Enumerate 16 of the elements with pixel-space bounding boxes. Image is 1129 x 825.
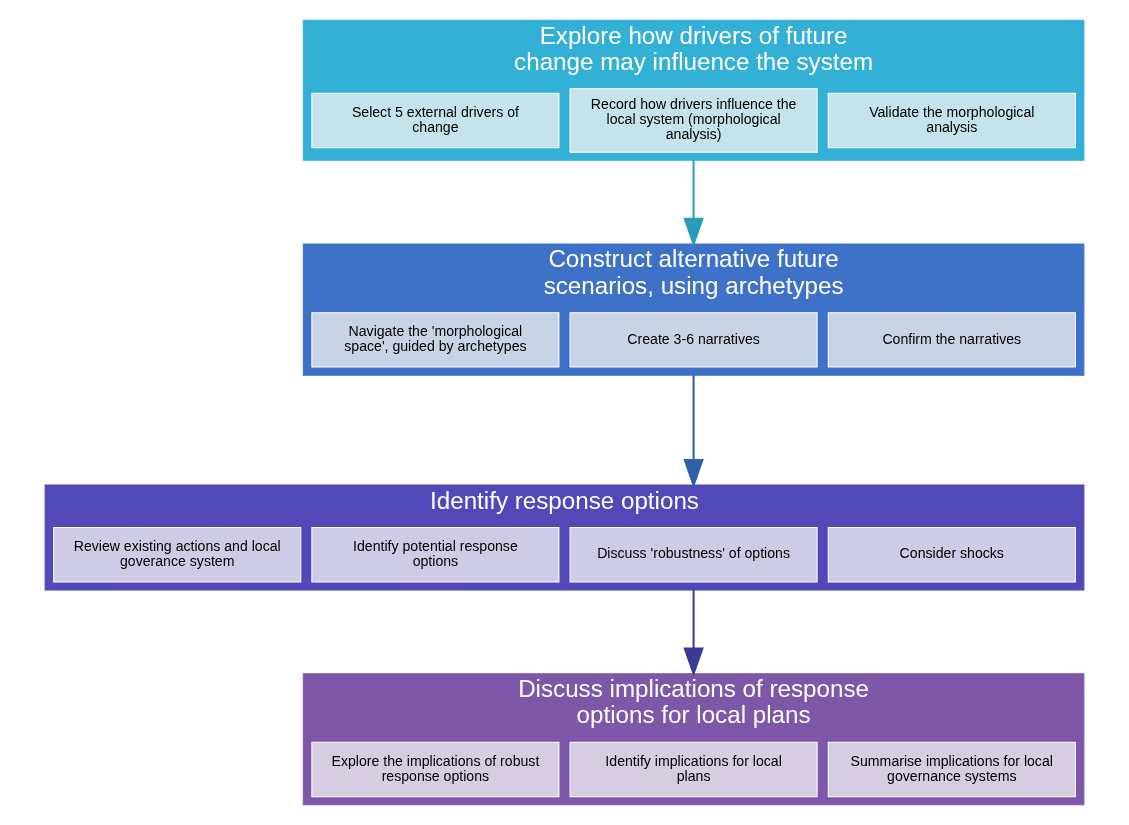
node-box: Summarise implications for local governance systems [827, 741, 1076, 798]
node-box: Identify potential response options [311, 526, 560, 583]
arrow [683, 590, 704, 677]
node-box: Select 5 external drivers of change [311, 92, 560, 149]
node-box: Discuss 'robustness' of options [569, 526, 818, 583]
node-box: Explore the implications of robust response options [311, 741, 560, 798]
node-box: Create 3-6 narratives [569, 312, 818, 368]
node-box: Review existing actions and local goverance system [53, 526, 302, 583]
arrow [683, 160, 704, 248]
node-box: Record how drivers influence the local system (morphological analysis) [569, 88, 818, 153]
node-box: Navigate the 'morphological space', guided by archetypes [311, 312, 560, 368]
node-box: Confirm the narratives [827, 312, 1076, 368]
node-box: Identify implications for local plans [569, 741, 818, 798]
node-box: Consider shocks [827, 526, 1076, 583]
node-box: Validate the morphological analysis [827, 92, 1076, 149]
arrow [683, 375, 704, 489]
